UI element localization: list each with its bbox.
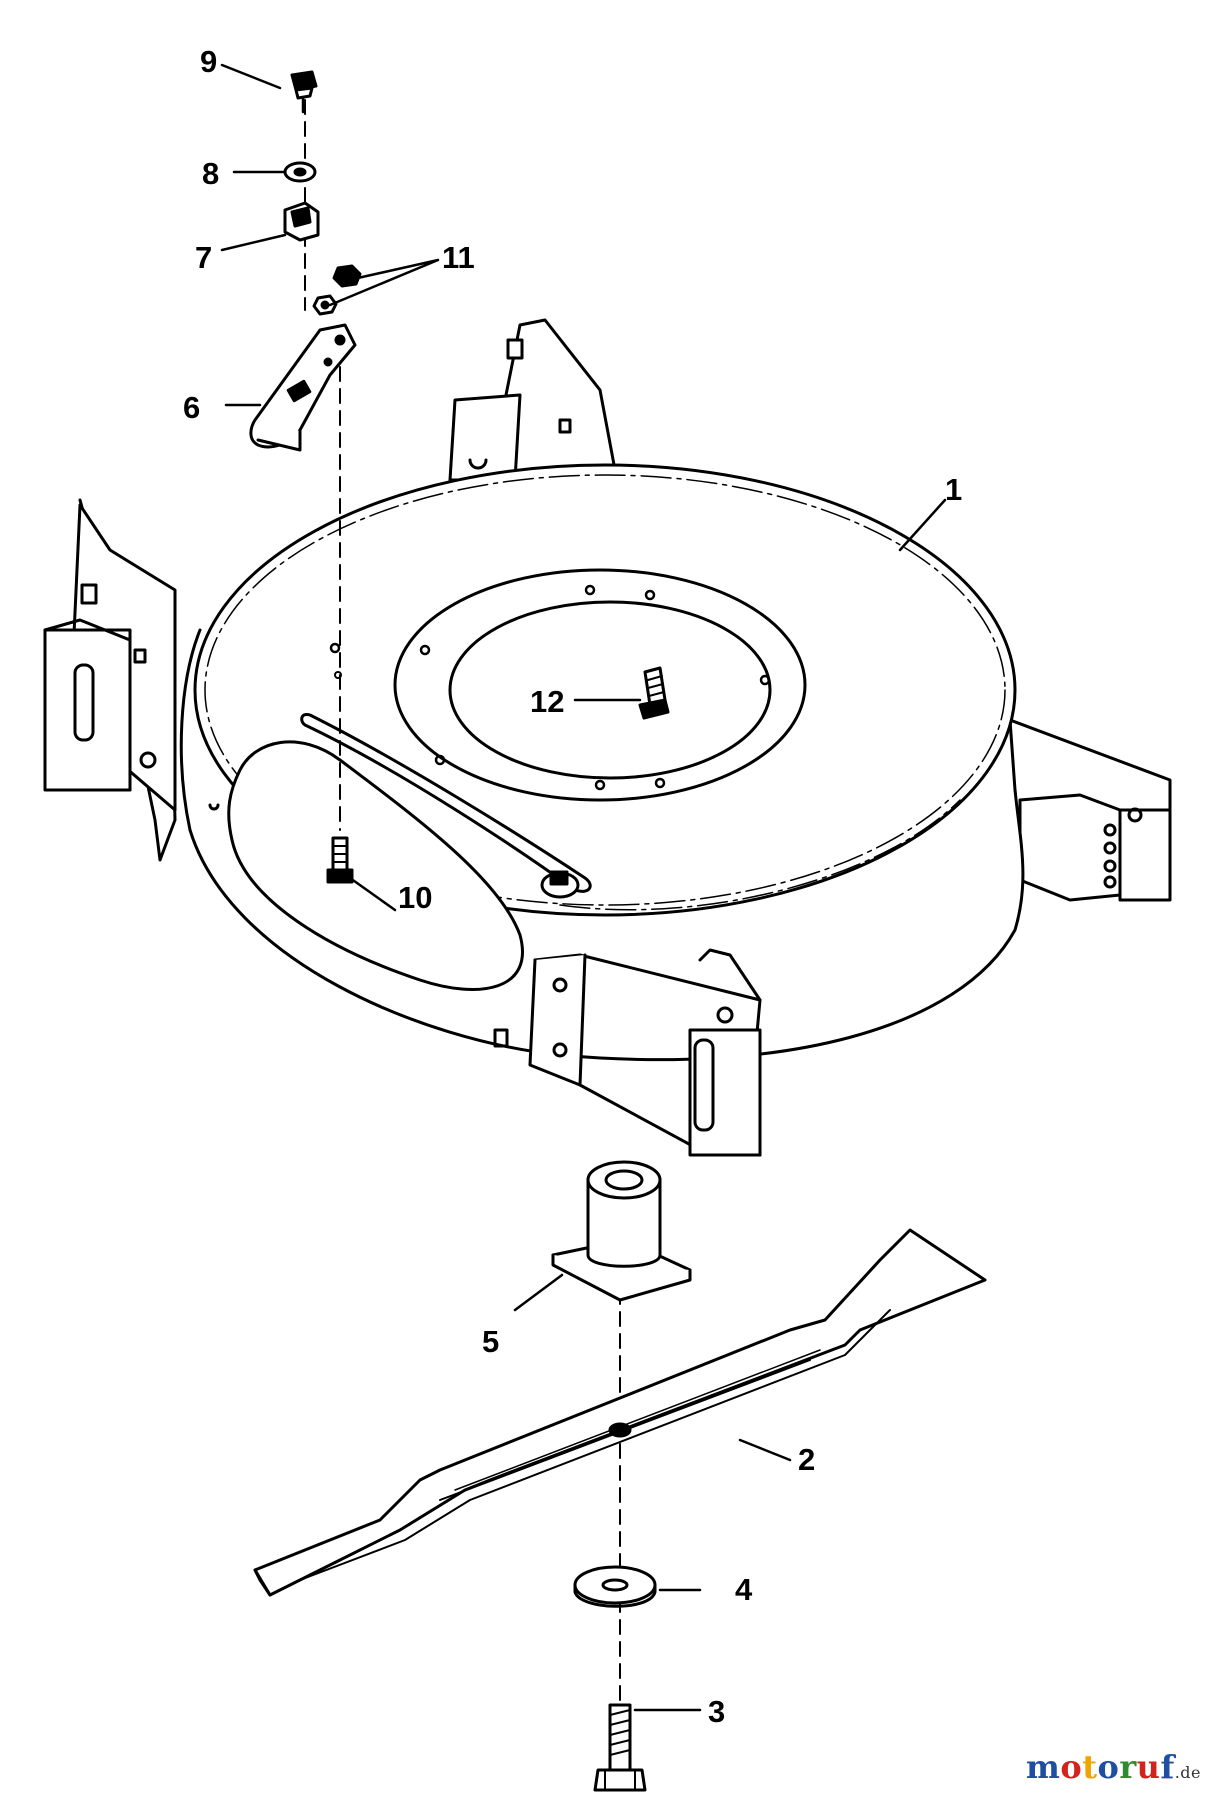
part-8-washer [283,161,317,183]
part-10-bolt [326,836,354,884]
mower-deck-housing [43,318,1172,1157]
watermark-letter: t [1082,1748,1098,1786]
callout-9: 9 [200,44,217,79]
watermark-tld: .de [1174,1763,1201,1782]
part-2-blade [253,1228,987,1597]
deck-bracket-front [528,948,762,1157]
part-6-link-arm [249,323,357,452]
part-11-nuts [312,264,362,316]
deck-bracket-rear-left [448,318,617,482]
part-7-clip [283,201,320,242]
watermark-letter: o [1097,1748,1120,1786]
callout-7: 7 [195,240,212,275]
callout-5: 5 [482,1324,499,1359]
leader-lines [220,63,947,1712]
callout-4: 4 [735,1572,753,1607]
callout-8: 8 [202,156,219,191]
callout-2: 2 [798,1442,815,1477]
callout-10: 10 [398,880,432,915]
mount-ring-holes [419,584,771,791]
callout-1: 1 [945,472,962,507]
deck-bracket-left [43,498,177,862]
part-3-blade-bolt [593,1703,647,1792]
callout-11: 11 [442,240,475,275]
callout-3: 3 [708,1694,725,1729]
callout-6: 6 [183,390,200,425]
part-5-blade-adapter [551,1160,692,1302]
watermark-letter: o [1060,1748,1083,1786]
watermark-letter: f [1160,1748,1175,1786]
deck-center-opening [448,600,772,780]
deck-bracket-right [1008,718,1172,902]
part-12-bolt [638,666,670,720]
watermark-letter: u [1136,1748,1161,1786]
deck-nut-fitting [540,870,580,899]
deck-slot [300,712,592,893]
part-9-screw [290,70,318,114]
callouts: 9 8 7 11 6 1 12 10 5 2 4 3 [183,44,962,1729]
deck-discharge-opening [227,740,524,991]
watermark-letter: m [1025,1748,1061,1786]
deck-mount-ring [393,568,807,802]
callout-12: 12 [530,684,564,719]
motoruf-watermark-logo: motoruf.de [1026,1748,1201,1786]
part-4-washer [573,1565,657,1608]
watermark-letter: r [1119,1748,1137,1786]
